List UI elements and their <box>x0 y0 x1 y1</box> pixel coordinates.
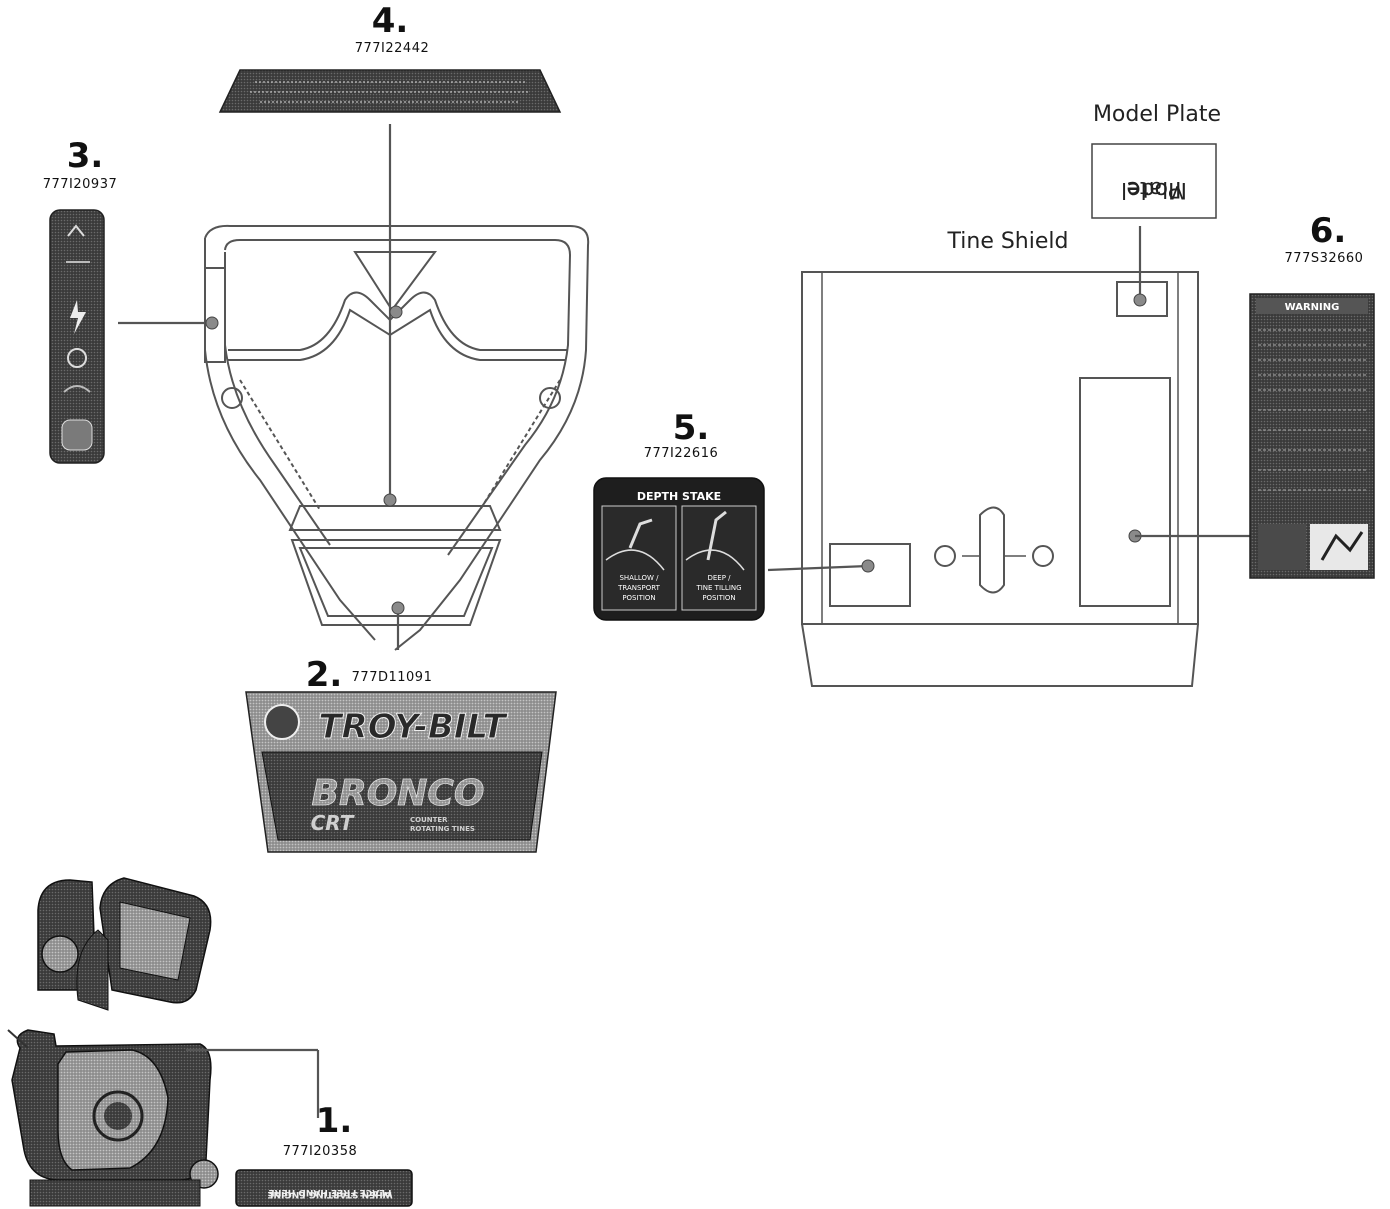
engine-decal-line-1: WHEN STARTING ENGINE <box>267 1189 392 1199</box>
series-sub-1: COUNTER <box>410 816 448 824</box>
leader-dot <box>391 601 405 615</box>
callout-number: 1. <box>316 1101 353 1141</box>
callout-number: 3. <box>67 136 104 176</box>
handle-frame <box>204 224 590 651</box>
leader-dot <box>861 559 875 573</box>
model-name: BRONCO <box>312 773 485 814</box>
part-number: 777I22616 <box>644 446 719 461</box>
series-sub-2: ROTATING TINES <box>410 825 475 833</box>
engine-illustration <box>7 877 219 1207</box>
model-plate-word-1: Model <box>1121 177 1187 202</box>
engine-decal-line-2: PLACE FREE HAND HERE <box>268 1187 391 1197</box>
leader-dot <box>383 493 397 507</box>
callout-number: 6. <box>1310 211 1347 251</box>
leader-line-5 <box>767 564 869 572</box>
callout-4: 4. 777I22442 <box>355 1 430 56</box>
decal-2-brand: TROY-BILT BRONCO CRT COUNTER ROTATING TI… <box>245 691 557 853</box>
part-number: 777D11091 <box>352 670 433 685</box>
model-plate-word-2: Plate <box>1126 176 1181 201</box>
decal-5-depth-stake: DEPTH STAKE SHALLOW / TRANSPORT POSITION… <box>593 477 765 621</box>
part-number: 777I20358 <box>283 1144 358 1159</box>
decal-4-banner <box>218 69 562 113</box>
callout-2: 2. 777D11091 <box>306 655 433 695</box>
decal-3-strip <box>49 209 105 464</box>
depth-left-2: TRANSPORT <box>617 584 660 592</box>
depth-left-1: SHALLOW / <box>619 574 659 582</box>
part-number: 777S32660 <box>1285 251 1364 266</box>
tine-shield-label: Tine Shield <box>947 229 1069 254</box>
depth-title: DEPTH STAKE <box>637 490 721 503</box>
warning-title: WARNING <box>1285 302 1340 313</box>
series-name: CRT <box>311 811 355 835</box>
callout-6: 6. 777S32660 <box>1285 211 1364 266</box>
callout-1: 1. 777I20358 <box>283 1101 358 1159</box>
callout-3: 3. 777I20937 <box>43 136 118 192</box>
callout-number: 4. <box>372 1 409 41</box>
brand-name: TROY-BILT <box>318 707 508 747</box>
callout-number: 5. <box>673 408 710 448</box>
leader-dot <box>1133 293 1147 307</box>
part-number: 777I20937 <box>43 177 118 192</box>
depth-right-2: TINE TILLING <box>695 584 741 592</box>
leader-dot <box>389 305 403 319</box>
part-number: 777I22442 <box>355 41 430 56</box>
decal-6-warning: WARNING <box>1249 293 1375 579</box>
decal-1-engine: WHEN STARTING ENGINE PLACE FREE HAND HER… <box>235 1169 413 1207</box>
model-plate-caption: Model Plate <box>1093 102 1221 127</box>
model-plate-box: Model Plate <box>1091 143 1217 219</box>
tine-shield-body <box>801 271 1199 687</box>
callout-5: 5. 777I22616 <box>644 408 719 461</box>
leader-dot <box>205 316 219 330</box>
depth-right-3: POSITION <box>702 594 735 602</box>
callout-number: 2. <box>306 655 343 695</box>
depth-right-1: DEEP / <box>707 574 731 582</box>
depth-left-3: POSITION <box>622 594 655 602</box>
